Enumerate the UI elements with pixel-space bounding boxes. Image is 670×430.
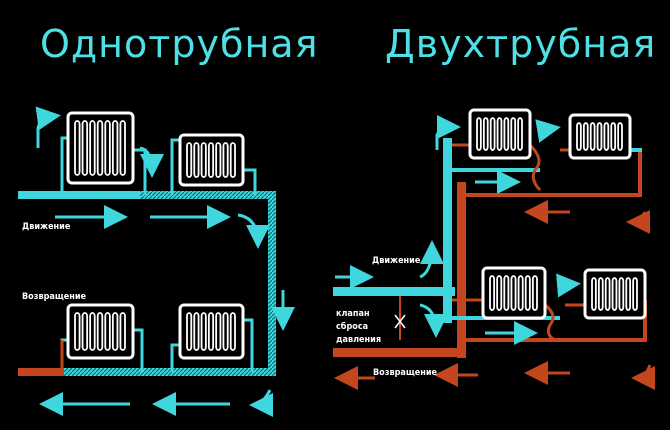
radiator-fin <box>510 117 517 151</box>
mixed-pipe-top <box>140 191 276 199</box>
radiator-fin <box>96 120 104 176</box>
radiator-fin <box>104 312 111 351</box>
radiator-fin <box>496 275 503 311</box>
radiator-fin <box>96 312 104 351</box>
radiator-fin <box>81 312 89 351</box>
radiator-fin <box>489 275 496 311</box>
radiator-fin <box>119 120 126 176</box>
radiator-fin <box>524 275 531 311</box>
radiator-fin <box>89 312 96 351</box>
radiator-fin <box>496 117 503 151</box>
radiator-fin <box>215 142 222 178</box>
radiator-fin <box>576 122 582 151</box>
radiator-fin <box>74 120 81 176</box>
radiator <box>468 108 532 160</box>
two-pipe-title: Двухтрубная <box>385 22 657 66</box>
radiator-fin <box>222 312 229 351</box>
radiator-fin <box>200 142 207 178</box>
two-return-label: Возвращение <box>373 368 438 378</box>
radiator <box>568 113 632 160</box>
radiator-fin <box>476 117 482 151</box>
radiator-fin <box>207 142 215 178</box>
return-pipe <box>18 368 64 376</box>
radiator-fin <box>215 312 222 351</box>
radiator-fin <box>589 122 596 151</box>
two-supply-label: Движение <box>372 256 421 266</box>
radiator-fin <box>489 117 496 151</box>
radiator-fin <box>119 312 126 351</box>
mixed-pipe-bottom <box>62 368 276 376</box>
pressure-valve-label: клапан сброса давления <box>336 309 382 345</box>
radiator-fin <box>597 277 604 311</box>
radiator-fin <box>200 312 207 351</box>
radiator-fin <box>610 122 617 151</box>
radiator-fin <box>632 277 638 311</box>
supply-pipe <box>18 191 143 199</box>
radiator-fin <box>603 122 610 151</box>
radiator-fin <box>482 117 489 151</box>
radiator-fin <box>104 120 111 176</box>
mixed-riser <box>268 191 276 376</box>
radiator-fin <box>207 312 215 351</box>
radiator-fin <box>604 277 611 311</box>
radiator-fin <box>596 122 603 151</box>
radiator-fin <box>222 142 229 178</box>
return-outlet <box>333 348 466 357</box>
radiator-fin <box>618 277 625 311</box>
radiator-fin <box>229 312 236 351</box>
radiator <box>583 268 647 320</box>
supply-riser <box>443 138 452 323</box>
radiator-fin <box>186 312 193 351</box>
radiator-fin <box>625 277 632 311</box>
radiator-fin <box>111 312 119 351</box>
radiator-fin <box>503 117 510 151</box>
radiator <box>66 111 135 185</box>
supply-inlet <box>333 287 455 296</box>
radiator-fin <box>611 277 618 311</box>
radiator-fin <box>193 312 200 351</box>
radiator-fin <box>617 122 623 151</box>
radiator-fin <box>510 275 517 311</box>
radiator-fin <box>81 120 89 176</box>
return-riser <box>457 182 466 358</box>
radiator-fin <box>531 275 538 311</box>
radiator-fin <box>517 117 523 151</box>
radiator-fin <box>111 120 119 176</box>
radiator-fin <box>591 277 597 311</box>
radiator-fin <box>503 275 510 311</box>
single-return-label: Возвращение <box>22 292 87 302</box>
radiator-fin <box>186 142 193 178</box>
radiator-fin <box>193 142 200 178</box>
radiator <box>66 303 135 360</box>
radiator <box>178 303 245 360</box>
single-supply-label: Движение <box>22 222 71 232</box>
single-pipe-title: Однотрубная <box>40 22 319 66</box>
radiator-fin <box>582 122 589 151</box>
radiator-fin <box>89 120 96 176</box>
radiator <box>178 133 245 187</box>
radiator-fin <box>74 312 81 351</box>
radiator-fin <box>229 142 236 178</box>
radiator-fin <box>517 275 524 311</box>
single-pipe-system <box>18 106 295 417</box>
radiator <box>481 266 547 320</box>
